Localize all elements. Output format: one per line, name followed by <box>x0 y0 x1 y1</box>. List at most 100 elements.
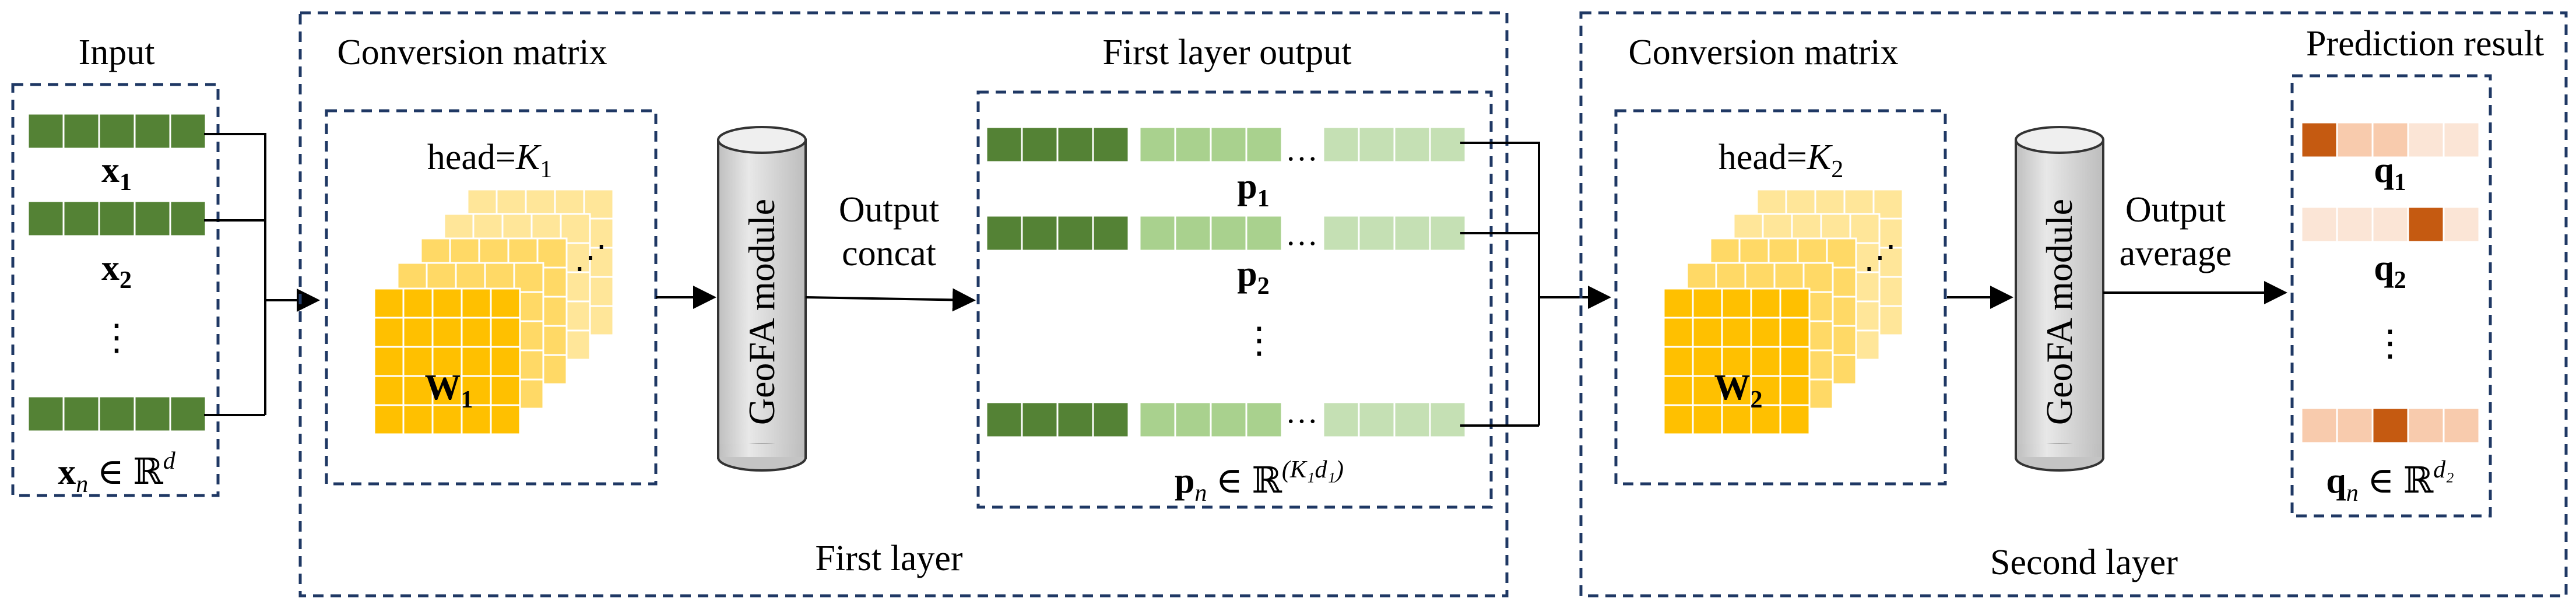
first-weight-matrix-cell <box>461 404 492 435</box>
second-layer-box <box>1579 11 2568 598</box>
second-weight-matrix-cell <box>1721 375 1752 406</box>
second-weight-matrix-cell <box>1802 262 1834 293</box>
first-output-vector-n-cell <box>1322 401 1360 438</box>
prediction-vector-2-cell <box>2407 206 2445 243</box>
prediction-label-n: qn ∈ ℝd₂ <box>2326 456 2454 507</box>
first-output-vector-1-cell <box>1021 126 1059 163</box>
first-output-vector-1-cell <box>1056 126 1094 163</box>
prediction-vector-2 <box>2300 206 2480 243</box>
input-vector-n-cell <box>62 395 100 433</box>
first-geofa-module: GeoFA module <box>717 126 807 472</box>
first-weight-matrix-cell <box>373 346 405 377</box>
second-conversion-box <box>1614 109 1947 486</box>
prediction-vector-n-cell <box>2336 407 2374 444</box>
first-output-vector-1-cell <box>1393 126 1431 163</box>
prediction-vector-n-cell <box>2443 407 2480 444</box>
first-output-vector-n-cell <box>1210 401 1247 438</box>
first-weight-matrix-cell <box>402 317 434 348</box>
second-weight-matrix-cell <box>1721 317 1752 348</box>
first-weight-matrix-cell <box>373 404 405 435</box>
first-output-vector-2-cell <box>1322 215 1360 252</box>
first-output-dots-n: … <box>1285 394 1318 430</box>
second-weight-matrix-cell <box>1750 346 1781 377</box>
input-box <box>11 83 220 497</box>
first-output-box <box>976 90 1493 509</box>
prediction-label-1: q1 <box>2374 150 2406 196</box>
first-output-connector <box>1460 142 1609 427</box>
prediction-vector-2-cell <box>2443 206 2480 243</box>
input-vector-2-cell <box>98 200 136 237</box>
first-weight-matrix-cell <box>461 346 492 377</box>
first-stack-dots: ⋰ <box>574 240 607 276</box>
second-weight-matrix-cell <box>1663 375 1694 406</box>
first-weight-matrix-cell <box>490 404 521 435</box>
first-geofa-module-label: GeoFA module <box>741 199 782 425</box>
input-connector <box>204 133 318 416</box>
first-weight-matrix-cell <box>513 262 544 293</box>
second-weight-matrix-cell <box>1779 375 1811 406</box>
input-vector-1 <box>27 113 207 150</box>
input-vector-n <box>27 395 207 433</box>
first-output-vector-n-cell <box>1056 401 1094 438</box>
second-layer-label: Second layer <box>1990 543 2178 582</box>
first-layer-label: First layer <box>815 539 962 578</box>
first-weight-matrix-cell <box>461 287 492 319</box>
first-output-vector-n-cell <box>1092 401 1130 438</box>
first-weight-matrix-cell <box>431 404 463 435</box>
second-layer: Second layer Conversion matrix head=K2 ⋰… <box>1579 11 2568 598</box>
first-weight-matrix-cell <box>490 317 521 348</box>
first-output-label-1: p1 <box>1237 167 1269 212</box>
first-layer: First layer Conversion matrix head=K1 ⋰ … <box>298 11 1609 598</box>
first-weight-label: W1 <box>425 368 473 413</box>
first-head-label: head=K1 <box>427 138 552 183</box>
first-weight-matrix-cell <box>490 287 521 319</box>
input-vector-1-cell <box>98 113 136 150</box>
first-output-vector-1-cell <box>1245 126 1283 163</box>
first-combine-line2: concat <box>842 234 936 273</box>
first-output-dots-1: … <box>1285 132 1318 168</box>
second-weight-matrix-cell <box>1692 346 1723 377</box>
second-weight-stack <box>1663 188 1904 435</box>
first-output-vector-2-cell <box>985 215 1023 252</box>
second-geofa-module: GeoFA module <box>2015 126 2104 472</box>
first-output-vector-n-cell <box>1245 401 1283 438</box>
input-label-1: x1 <box>101 150 132 196</box>
prediction-vector-2-cell <box>2336 206 2374 243</box>
first-weight-matrix-cell <box>461 317 492 348</box>
first-output-dots-2: … <box>1285 216 1318 252</box>
input-vector-1-cell <box>169 113 207 150</box>
first-combine-line1: Output <box>839 190 939 230</box>
second-output-title: Prediction result <box>2306 24 2544 64</box>
second-weight-matrix-cell <box>1686 262 1717 293</box>
first-output-vector-n-cell <box>1393 401 1431 438</box>
second-weight-matrix-cell <box>1692 317 1723 348</box>
second-weight-matrix-cell <box>1721 404 1752 435</box>
first-weight-stack <box>373 188 614 435</box>
prediction-vector-n-cell <box>2371 407 2409 444</box>
second-stack-dots: ⋰ <box>1864 240 1896 276</box>
prediction-vector-1-cell <box>2336 121 2374 159</box>
second-conversion-title: Conversion matrix <box>1628 33 1898 72</box>
prediction-vector-2-cell <box>2300 206 2338 243</box>
first-output-vector-2-cell <box>1138 215 1176 252</box>
first-output-vector-2-cell <box>1056 215 1094 252</box>
input-vector-2 <box>27 200 207 237</box>
first-output-vector-1-cell <box>1322 126 1360 163</box>
input-label-2: x2 <box>101 248 132 294</box>
second-weight-matrix-cell <box>1692 404 1723 435</box>
first-output-vector-2-cell <box>1245 215 1283 252</box>
input-vector-1-cell <box>27 113 65 150</box>
prediction-vector-n-cell <box>2407 407 2445 444</box>
second-weight-label: W2 <box>1714 368 1763 413</box>
first-output-vector-1-cell <box>1174 126 1212 163</box>
second-weight-matrix-cell <box>1744 262 1776 293</box>
first-layer-box <box>298 11 1509 598</box>
first-output-vector-1-cell <box>1092 126 1130 163</box>
second-weight-matrix-cell <box>1779 346 1811 377</box>
first-weight-matrix-cell <box>373 317 405 348</box>
prediction-vector-n-cell <box>2300 407 2338 444</box>
prediction-vector-1 <box>2300 121 2480 159</box>
second-output-box <box>2290 74 2492 518</box>
input-vector-2-cell <box>27 200 65 237</box>
first-module-to-output-arrow <box>805 288 976 312</box>
